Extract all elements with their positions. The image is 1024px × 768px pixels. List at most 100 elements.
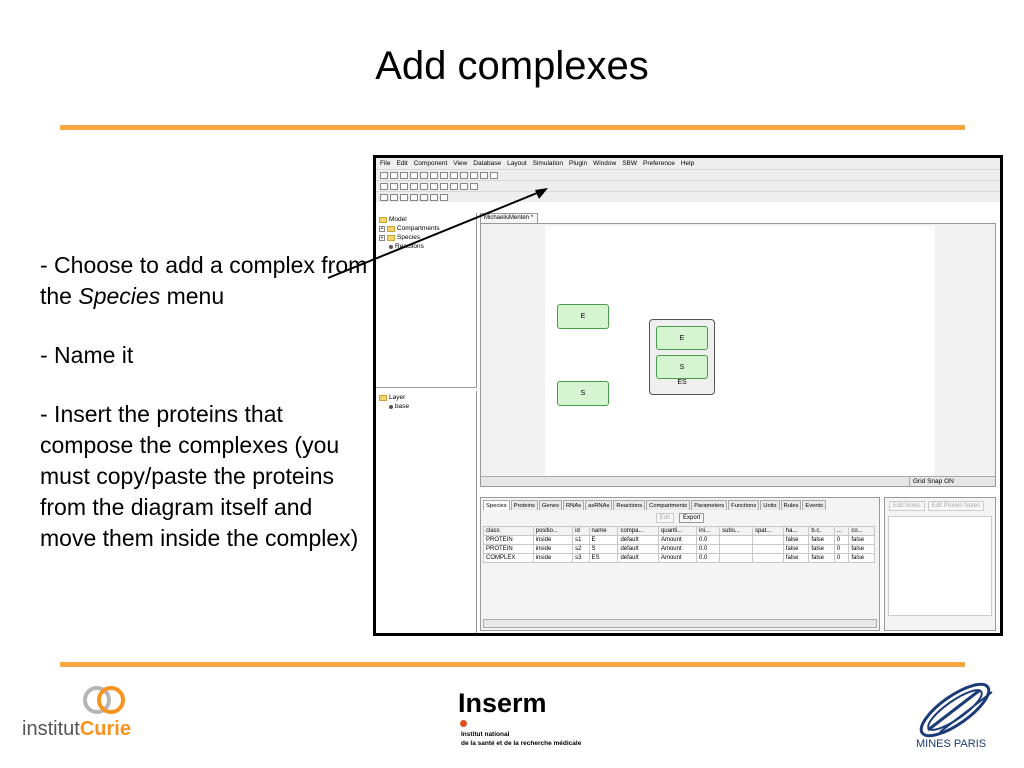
tree-item-compartments[interactable]: +Compartments [379, 224, 473, 233]
layer-root[interactable]: Layer [379, 393, 473, 402]
oval-compartment-icon[interactable] [390, 193, 398, 201]
redo-icon[interactable] [460, 171, 468, 179]
reaction-arrow-icon[interactable] [450, 182, 458, 190]
menu-item-edit[interactable]: Edit [396, 160, 408, 167]
table-cell[interactable]: ES [588, 553, 619, 563]
edit-protein-notes-button[interactable]: Edit Protein Notes [927, 501, 985, 511]
table-cell[interactable]: 0 [833, 535, 850, 545]
new-file-icon[interactable] [380, 171, 388, 179]
select-icon[interactable] [490, 171, 498, 179]
compartment-icon[interactable] [380, 193, 388, 201]
tab-events[interactable]: Events [802, 500, 827, 510]
notes-text-area[interactable] [888, 516, 992, 616]
tab-species[interactable]: Species [483, 500, 510, 510]
table-header-cell[interactable]: spat... [751, 526, 784, 536]
drawing-area[interactable]: E S E S ES [545, 226, 935, 476]
complex-node[interactable]: E S ES [649, 319, 715, 395]
table-cell[interactable]: PROTEIN [483, 535, 534, 545]
cut-icon[interactable] [420, 171, 428, 179]
table-header-cell[interactable]: class [483, 526, 534, 536]
toolbar-species[interactable] [376, 180, 1000, 191]
tab-reactions[interactable]: Reactions [613, 500, 646, 510]
copy-icon[interactable] [430, 171, 438, 179]
menu-item-window[interactable]: Window [593, 160, 617, 167]
tab-proteins[interactable]: Proteins [510, 500, 538, 510]
edit-notes-button[interactable]: Edit Notes [889, 501, 925, 511]
table-cell[interactable]: E [588, 535, 619, 545]
species-node[interactable]: E [557, 304, 609, 329]
menu-item-database[interactable]: Database [473, 160, 502, 167]
menu-item-sbw[interactable]: SBW [622, 160, 638, 167]
tab-units[interactable]: Units [760, 500, 780, 510]
table-cell[interactable]: false [848, 553, 875, 563]
table-header-cell[interactable]: compa... [617, 526, 659, 536]
menu-item-layout[interactable]: Layout [507, 160, 527, 167]
table-cell[interactable]: Amount [657, 544, 698, 554]
table-cell[interactable]: 0.0 [696, 553, 721, 563]
ion-icon[interactable] [410, 182, 418, 190]
toolbar-compartments[interactable] [376, 191, 1000, 202]
menu-item-help[interactable]: Help [680, 160, 695, 167]
table-cell[interactable]: Amount [657, 553, 698, 563]
table-cell[interactable]: s1 [572, 535, 590, 545]
table-header-cell[interactable]: name [588, 526, 619, 536]
complex-member-node[interactable]: E [656, 326, 708, 350]
table-header-cell[interactable]: b.c. [808, 526, 835, 536]
table-cell[interactable]: 0 [833, 544, 850, 554]
diagram-canvas[interactable]: E S E S ES Grid Snap ON [480, 223, 996, 487]
table-cell[interactable]: S [588, 544, 619, 554]
table-cell[interactable]: false [848, 535, 875, 545]
export-button[interactable]: Export [679, 513, 705, 523]
table-header-cell[interactable]: positio... [532, 526, 574, 536]
menu-item-preference[interactable]: Preference [643, 160, 675, 167]
tab-rules[interactable]: Rules [780, 500, 802, 510]
tab-rnas[interactable]: RNAs [562, 500, 585, 510]
species-node[interactable]: S [557, 381, 609, 406]
table-header-cell[interactable]: ha... [782, 526, 810, 536]
table-cell[interactable]: 0.0 [696, 544, 721, 554]
document-tab[interactable]: MichaelisMenten * [480, 213, 538, 223]
residue-icon[interactable] [430, 193, 438, 201]
zoom-icon[interactable] [480, 171, 488, 179]
text-icon[interactable] [420, 193, 428, 201]
paste-icon[interactable] [440, 171, 448, 179]
tab-functions[interactable]: Functions [728, 500, 760, 510]
tab-asrnas[interactable]: asRNAs [585, 500, 613, 510]
line-icon[interactable] [410, 193, 418, 201]
protein-icon[interactable] [380, 182, 388, 190]
save-file-icon[interactable] [400, 171, 408, 179]
catalysis-icon[interactable] [460, 182, 468, 190]
complex-icon[interactable] [440, 182, 448, 190]
tree-root[interactable]: Model [379, 215, 473, 224]
corner-compartment-icon[interactable] [400, 193, 408, 201]
table-header-cell[interactable]: subs... [719, 526, 753, 536]
table-header-cell[interactable]: quanti... [657, 526, 698, 536]
tab-compartments[interactable]: Compartments [646, 500, 691, 510]
horizontal-scrollbar[interactable] [483, 619, 877, 628]
menu-item-component[interactable]: Component [413, 160, 448, 167]
table-cell[interactable]: false [808, 553, 835, 563]
table-cell[interactable] [719, 535, 753, 545]
table-cell[interactable]: default [617, 535, 659, 545]
expand-icon[interactable]: + [379, 225, 385, 232]
toolbar-main[interactable] [376, 169, 1000, 180]
tree-item-reactions[interactable]: Reactions [379, 242, 473, 251]
print-icon[interactable] [410, 171, 418, 179]
table-cell[interactable]: false [808, 535, 835, 545]
table-header-cell[interactable]: ini... [696, 526, 721, 536]
table-cell[interactable]: PROTEIN [483, 544, 534, 554]
table-cell[interactable]: false [782, 535, 810, 545]
simple-molecule-icon[interactable] [420, 182, 428, 190]
table-header-cell[interactable]: id [572, 526, 590, 536]
table-cell[interactable] [751, 553, 784, 563]
table-header-cell[interactable]: co... [848, 526, 875, 536]
table-header-cell[interactable]: ... [833, 526, 850, 536]
table-cell[interactable]: inside [532, 544, 574, 554]
table-cell[interactable]: 0 [833, 553, 850, 563]
rna-icon[interactable] [400, 182, 408, 190]
table-cell[interactable]: false [808, 544, 835, 554]
table-cell[interactable]: 0.0 [696, 535, 721, 545]
table-cell[interactable]: inside [532, 535, 574, 545]
gene-icon[interactable] [390, 182, 398, 190]
